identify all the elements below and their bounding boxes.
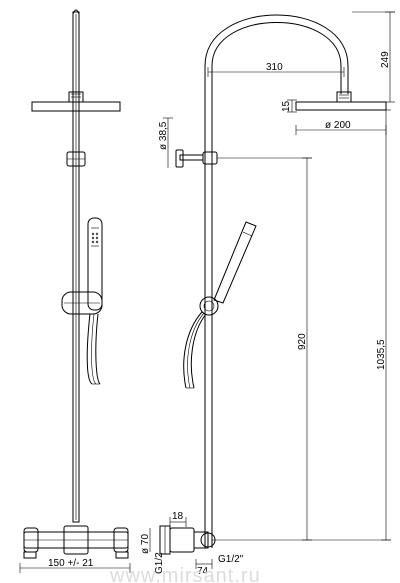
inlet-thread-label: G1/2 [154,552,165,574]
side-head-connector [336,91,352,103]
holder-height-label: 920 [297,333,308,350]
front-riser-top [72,9,80,15]
front-hand-shower [87,217,103,311]
side-mixer-outlet [193,531,209,549]
front-shower-head [31,101,121,112]
side-view: 249 310 15 ø 200 ø 38,5 920 1035,5 [140,11,395,577]
side-holder-arm [179,154,204,161]
front-mixer-body [63,525,89,555]
front-wall-connector-right [115,551,129,559]
front-hose [86,313,101,385]
total-height-label: 1035,5 [376,339,387,370]
side-hose [183,311,207,389]
front-hand-holder [61,291,103,315]
front-view: 150 +/- 21 [19,9,131,573]
side-shower-head [295,101,387,111]
side-hand-shower [213,221,257,304]
side-holder-knob [175,149,184,168]
center-distance-label: 150 +/- 21 [48,558,94,569]
front-wall-connector-left [23,551,37,559]
holder-diameter-label: ø 38,5 [158,121,169,150]
valve-diameter-label: ø 70 [140,534,151,554]
side-hand-holder [199,296,219,316]
head-thickness-label: 15 [281,100,292,112]
watermark: www.mirsant.ru [109,565,261,583]
side-arch-pipe [204,14,349,548]
arm-length-label: 310 [266,62,283,73]
outlet-thread-label: G1/2" [218,554,244,565]
arc-height-label: 249 [380,51,391,68]
side-mixer-body [169,527,195,553]
front-riser-pipe [72,11,80,523]
offset-depth-label: 74 [197,566,209,577]
head-diameter-label: ø 200 [325,120,351,131]
valve-depth-label: 18 [172,511,184,522]
